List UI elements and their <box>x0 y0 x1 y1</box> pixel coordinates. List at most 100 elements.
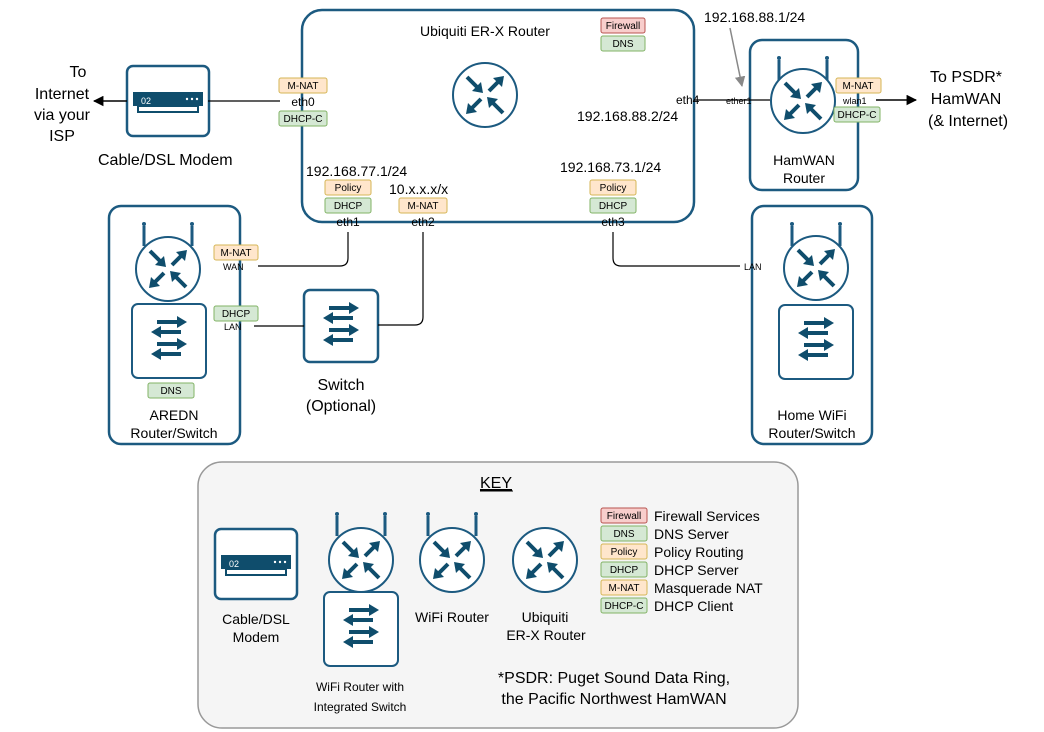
aredn-router-switch: DNS AREDN Router/Switch <box>107 204 242 446</box>
svg-text:M-NAT: M-NAT <box>408 201 439 212</box>
home-router-icon <box>782 234 850 302</box>
key-legend-firewall: Firewall Firewall Services <box>600 507 760 524</box>
svg-text:DNS Server: DNS Server <box>654 526 729 542</box>
psdr-footnote-line2: the Pacific Northwest HamWAN <box>501 691 726 708</box>
svg-text:To PSDR*: To PSDR* <box>930 69 1002 86</box>
svg-text:M-NAT: M-NAT <box>843 81 874 92</box>
home-wifi-router: Home WiFi Router/Switch <box>750 204 874 446</box>
eth0-mnat-badge: M-NAT <box>278 77 328 94</box>
eth3-to-home-lan-link <box>612 232 740 267</box>
svg-text:WiFi Router with: WiFi Router with <box>316 680 404 694</box>
svg-text:WiFi Router: WiFi Router <box>415 609 489 625</box>
aredn-wan-port: WAN <box>223 262 244 272</box>
svg-text:DHCP-C: DHCP-C <box>284 114 323 125</box>
eth1-to-aredn-wan-link <box>258 232 349 267</box>
key-wifi-switch-router-icon <box>327 526 395 594</box>
svg-text:02: 02 <box>141 96 151 106</box>
eth3-port: eth3 <box>601 215 625 229</box>
svg-text:M-NAT: M-NAT <box>288 81 319 92</box>
key-legend-dhcpc: DHCP-C DHCP Client <box>600 597 733 614</box>
key-modem-icon <box>213 527 299 601</box>
eth1-dhcp-badge: DHCP <box>324 197 372 214</box>
aredn-dns-badge: DNS <box>147 382 195 399</box>
svg-text:DNS: DNS <box>160 386 181 397</box>
svg-text:Home WiFi: Home WiFi <box>777 407 846 423</box>
erx-router-icon <box>451 61 519 129</box>
wlan1-dhcpc-badge: DHCP-C <box>833 106 881 123</box>
svg-text:Internet: Internet <box>35 86 90 103</box>
svg-text:DHCP Server: DHCP Server <box>654 562 739 578</box>
eth1-port: eth1 <box>336 215 360 229</box>
eth3-policy-badge: Policy <box>589 179 637 196</box>
svg-text:Policy Routing: Policy Routing <box>654 544 744 560</box>
svg-text:ER-X Router: ER-X Router <box>506 627 586 643</box>
svg-text:AREDN: AREDN <box>149 407 198 423</box>
svg-text:DHCP Client: DHCP Client <box>654 598 733 614</box>
wlan1-mnat-badge: M-NAT <box>835 77 882 94</box>
svg-text:Switch: Switch <box>317 377 364 394</box>
eth2-ip: 10.x.x.x/x <box>389 181 448 197</box>
svg-text:(Optional): (Optional) <box>306 398 376 415</box>
svg-text:DHCP: DHCP <box>334 201 363 212</box>
eth1-ip: 192.168.77.1/24 <box>306 163 407 179</box>
hamwan-router-icon <box>769 67 837 135</box>
key-legend-dns: DNS DNS Server <box>600 525 729 542</box>
svg-text:(& Internet): (& Internet) <box>928 113 1008 130</box>
svg-text:Router: Router <box>783 170 825 186</box>
cable-modem: 02 Cable/DSL Modem <box>98 64 233 169</box>
svg-text:Firewall Services: Firewall Services <box>654 508 760 524</box>
key-wifi-router-icon <box>418 526 486 594</box>
aredn-wan-mnat-badge: M-NAT <box>213 244 259 261</box>
svg-text:HamWAN: HamWAN <box>773 152 835 168</box>
svg-text:M-NAT: M-NAT <box>221 248 252 259</box>
psdr-label: To PSDR* HamWAN (& Internet) <box>928 69 1008 130</box>
modem-label: Cable/DSL Modem <box>98 152 233 169</box>
svg-text:Integrated Switch: Integrated Switch <box>314 700 407 714</box>
svg-text:Firewall: Firewall <box>607 511 641 522</box>
svg-text:M-NAT: M-NAT <box>609 583 640 594</box>
eth3-ip: 192.168.73.1/24 <box>560 159 661 175</box>
hamwan-router: HamWAN Router <box>748 38 860 192</box>
svg-text:To: To <box>70 64 87 81</box>
svg-text:DHCP-C: DHCP-C <box>605 601 644 612</box>
svg-text:Modem: Modem <box>233 629 280 645</box>
home-lan-port: LAN <box>744 262 762 272</box>
ether1-port: ether1 <box>726 96 752 106</box>
eth4-ip: 192.168.88.2/24 <box>577 108 678 124</box>
erx-dns-badge: DNS <box>600 35 646 52</box>
erx-firewall-badge: Firewall <box>600 17 646 34</box>
erx-title: Ubiquiti ER-X Router <box>420 23 550 39</box>
aredn-router-icon <box>134 235 202 303</box>
svg-text:DNS: DNS <box>612 39 633 50</box>
svg-text:ISP: ISP <box>49 128 75 145</box>
svg-text:Policy: Policy <box>335 183 362 194</box>
key-erx-router-icon <box>511 526 579 594</box>
eth3-dhcp-badge: DHCP <box>589 197 637 214</box>
key-legend-mnat: M-NAT Masquerade NAT <box>600 579 763 596</box>
key-title: KEY <box>480 475 512 492</box>
svg-text:Router/Switch: Router/Switch <box>768 425 855 441</box>
svg-text:via your: via your <box>34 107 91 124</box>
hamwan-ip: 192.168.88.1/24 <box>704 9 805 25</box>
eth0-dhcpc-badge: DHCP-C <box>278 110 328 127</box>
aredn-lan-dhcp-badge: DHCP <box>213 305 259 322</box>
svg-text:Policy: Policy <box>611 547 638 558</box>
aredn-lan-port: LAN <box>224 322 242 332</box>
optional-switch: Switch (Optional) <box>302 288 380 415</box>
hamwan-ip-pointer <box>729 27 746 88</box>
svg-text:02: 02 <box>229 559 239 569</box>
key-panel: KEY 02 Cable/DSL Modem WiFi Router with … <box>197 461 799 729</box>
eth2-mnat-badge: M-NAT <box>398 197 448 214</box>
psdr-footnote-line1: *PSDR: Puget Sound Data Ring, <box>498 670 730 687</box>
eth0-port: eth0 <box>291 95 315 109</box>
svg-text:DHCP-C: DHCP-C <box>838 110 877 121</box>
eth4-port: eth4 <box>676 93 700 107</box>
svg-text:Router/Switch: Router/Switch <box>130 425 217 441</box>
svg-text:DHCP: DHCP <box>599 201 628 212</box>
eth1-policy-badge: Policy <box>324 179 372 196</box>
svg-text:Masquerade NAT: Masquerade NAT <box>654 580 763 596</box>
erx-router-box: Ubiquiti ER-X Router Firewall DNS 192.16… <box>278 8 700 229</box>
key-legend-policy: Policy Policy Routing <box>600 543 744 560</box>
svg-text:DHCP: DHCP <box>610 565 639 576</box>
